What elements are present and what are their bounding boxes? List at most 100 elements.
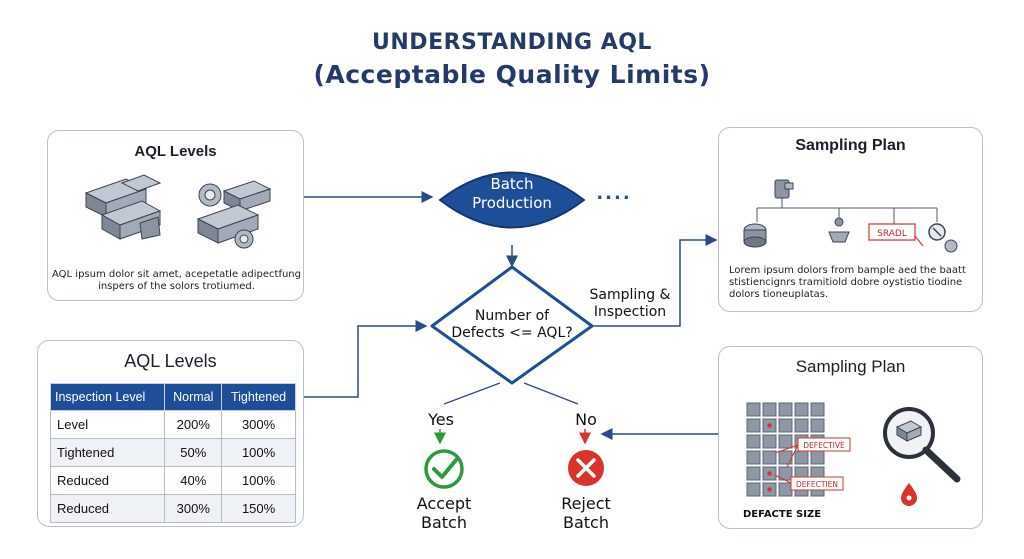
defect-mark (767, 487, 772, 492)
accept-line-1: Accept (416, 494, 472, 513)
sampling-plan-bottom-card: Sampling Plan DEFECTIVE DEFECTIEN DEFACT… (718, 346, 983, 529)
branch-no-line (523, 382, 579, 405)
table-cell: Reduced (49, 466, 166, 495)
magnifier-icon (883, 407, 961, 483)
defect-mark (767, 471, 772, 476)
table-row: Tightened 50% 100% (49, 438, 296, 467)
page-title: UNDERSTANDING AQL (372, 30, 652, 55)
table-cell: 50% (164, 438, 223, 467)
defect-mark (767, 423, 772, 428)
col-tightened: Tightened (221, 383, 296, 411)
sampling-plan-bottom-title: Sampling Plan (795, 357, 906, 376)
grid-cell (778, 434, 793, 449)
table-row: Reduced 40% 100% (49, 466, 296, 495)
grid-cell (778, 402, 793, 417)
page-subtitle: (Acceptable Quality Limits) (313, 60, 711, 89)
aql-table-card-title: AQL Levels (124, 351, 217, 371)
batch-production-shape (438, 171, 586, 229)
branch-yes-line (443, 382, 501, 405)
sampling-top-caption-1: Lorem ipsum dolors from bample aed the b… (729, 265, 966, 276)
magnifier-icon (928, 223, 958, 253)
accept-line-2: Batch (421, 513, 467, 532)
table-cell: 40% (164, 466, 223, 495)
defect-callouts: DEFECTIVE DEFECTIEN (774, 437, 851, 491)
grid-cell (794, 450, 809, 465)
grid-cell (810, 450, 825, 465)
decision-label: Number of Defects <= AQL? (442, 308, 582, 342)
defect-size-label: DEFACTE SIZE (743, 509, 822, 520)
checkmark-icon (424, 449, 464, 489)
reject-line-1: Reject (561, 494, 611, 513)
col-normal: Normal (164, 383, 223, 411)
accept-batch-label: Accept Batch (399, 494, 489, 532)
sampling-plan-top-title: Sampling Plan (795, 137, 906, 154)
ellipsis-dots: .... (596, 183, 632, 204)
sampling-plan-top-card: Sampling Plan SRADL (718, 127, 983, 312)
sample-tag-label: SRADL (877, 229, 907, 239)
decision-line-2: Defects <= AQL? (451, 325, 573, 341)
grid-cell (746, 482, 761, 497)
sampling-top-caption-3: dolors tioneuplatas. (729, 289, 829, 300)
table-cell: 100% (221, 438, 296, 467)
no-label: No (575, 410, 597, 429)
decision-line-1: Number of (474, 308, 550, 324)
grid-cell (794, 418, 809, 433)
table-cell: Reduced (49, 494, 166, 523)
grid-cell (810, 418, 825, 433)
isometric-block-icon (743, 179, 850, 248)
batch-production-label: Batch Production (442, 175, 582, 213)
defect-label-2: DEFECTIEN (796, 480, 838, 489)
table-cell: Level (49, 410, 166, 439)
aql-levels-caption-1: AQL ipsum dolor sit amet, acepetatle adi… (52, 269, 301, 280)
drop-icon (901, 483, 917, 506)
table-row: Reduced 300% 150% (49, 494, 296, 523)
reject-batch-label: Reject Batch (541, 494, 631, 532)
sampling-line-2: Inspection (593, 304, 667, 320)
grid-cell (746, 402, 761, 417)
table-cell: Tightened (49, 438, 166, 467)
batch-line-2: Production (472, 194, 552, 212)
reject-line-2: Batch (563, 513, 609, 532)
table-cell: 300% (221, 410, 296, 439)
aql-table: Inspection Level Normal Tightened Level … (49, 383, 296, 523)
grid-cell (746, 418, 761, 433)
batch-line-1: Batch (490, 175, 534, 193)
sample-tag: SRADL (868, 223, 924, 247)
defect-label-1: DEFECTIVE (803, 441, 845, 450)
aql-levels-caption-2: inspers of the solors trotiumed. (98, 281, 255, 292)
grid-cell (762, 450, 777, 465)
yes-label: Yes (428, 410, 454, 429)
aql-table-card: AQL Levels Inspection Level Normal Tight… (37, 340, 304, 527)
grid-cell (794, 402, 809, 417)
table-cell: 200% (164, 410, 223, 439)
table-cell: 150% (221, 494, 296, 523)
grid-cell (746, 434, 761, 449)
aql-table-header: Inspection Level Normal Tightened (49, 383, 296, 411)
grid-cell (810, 402, 825, 417)
sampling-inspection-label: Sampling & Inspection (582, 287, 678, 321)
grid-cell (746, 450, 761, 465)
grid-cell (762, 402, 777, 417)
gear-icon (196, 180, 272, 249)
aql-levels-card-title: AQL Levels (134, 143, 217, 160)
table-cell: 300% (164, 494, 223, 523)
grid-cell (746, 466, 761, 481)
col-inspection-level: Inspection Level (49, 383, 166, 411)
isometric-blocks-illustration (84, 174, 272, 249)
sampling-tree-illustration: SRADL (743, 179, 958, 253)
sampling-line-1: Sampling & (589, 287, 671, 303)
grid-cell (778, 418, 793, 433)
grid-cell (762, 434, 777, 449)
table-row: Level 200% 300% (49, 410, 296, 439)
grid-cell (778, 482, 793, 497)
isometric-block-icon (84, 174, 162, 240)
grid-cell (778, 450, 793, 465)
arrow-decision-to-sampling (592, 234, 718, 327)
sampling-top-caption-2: stistiencignrs tramitiold dobre oystisti… (729, 277, 963, 288)
sample-grid (746, 402, 825, 497)
arrow-table-to-decision (304, 320, 428, 398)
aql-levels-card: AQL Levels AQL ipsum dolor sit amet, ace… (47, 130, 304, 301)
x-mark-icon (568, 450, 604, 486)
defect-grid-illustration: DEFECTIVE DEFECTIEN (746, 402, 961, 506)
